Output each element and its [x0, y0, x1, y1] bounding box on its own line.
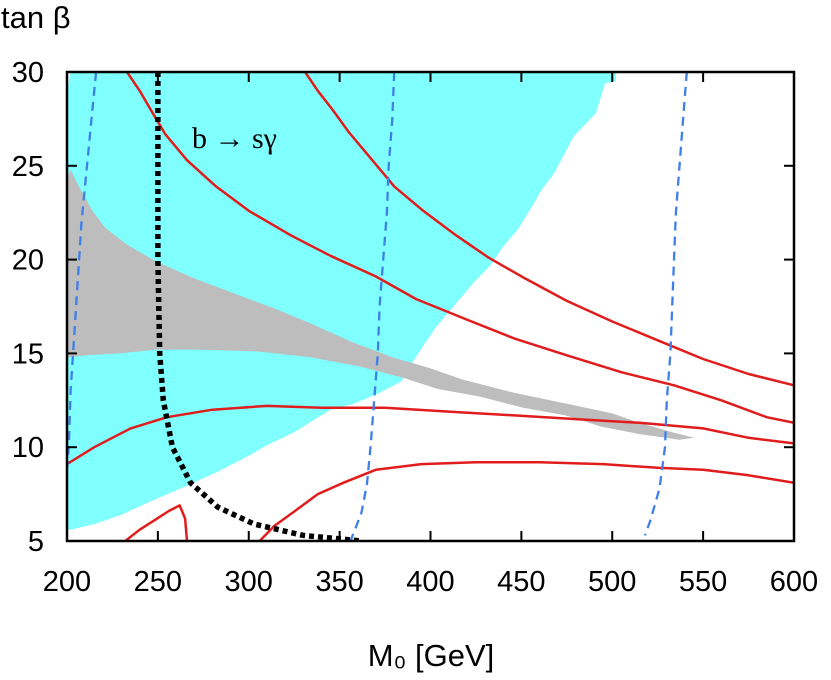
x-tick-label: 200: [43, 566, 91, 598]
contour-red-4: [258, 460, 794, 541]
y-tick-label: 20: [12, 245, 44, 277]
allowed-band-gray: [67, 169, 694, 440]
y-tick-label: 30: [12, 57, 44, 89]
x-tick-label: 450: [497, 566, 545, 598]
contour-blue-dashed-7: [349, 72, 396, 541]
contour-blue-dashed-8: [643, 72, 688, 536]
contour-blue-dashed-6: [67, 72, 98, 482]
contour-red-2: [304, 72, 794, 387]
y-tick-label: 25: [12, 151, 44, 183]
y-axis-title: tan β: [1, 0, 71, 35]
x-tick-label: 400: [406, 566, 454, 598]
x-tick-label: 350: [315, 566, 363, 598]
y-tick-label: 10: [12, 432, 44, 464]
x-tick-label: 250: [134, 566, 182, 598]
x-tick-label: 600: [770, 566, 818, 598]
x-tick-label: 300: [225, 566, 273, 598]
x-tick-label: 550: [679, 566, 727, 598]
y-tick-label: 15: [12, 338, 44, 370]
contour-red-5: [124, 504, 189, 541]
bsgamma-bound-dotted-9: [155, 72, 362, 541]
contour-red-3: [67, 404, 794, 466]
contour-red-1: [125, 72, 794, 425]
excluded-region-cyan: [67, 72, 616, 530]
y-tick-label: 5: [28, 526, 44, 558]
x-axis-title: M₀ [GeV]: [368, 638, 495, 673]
x-tick-label: 500: [588, 566, 636, 598]
annotation-bsgamma: b → sγ: [192, 122, 277, 155]
